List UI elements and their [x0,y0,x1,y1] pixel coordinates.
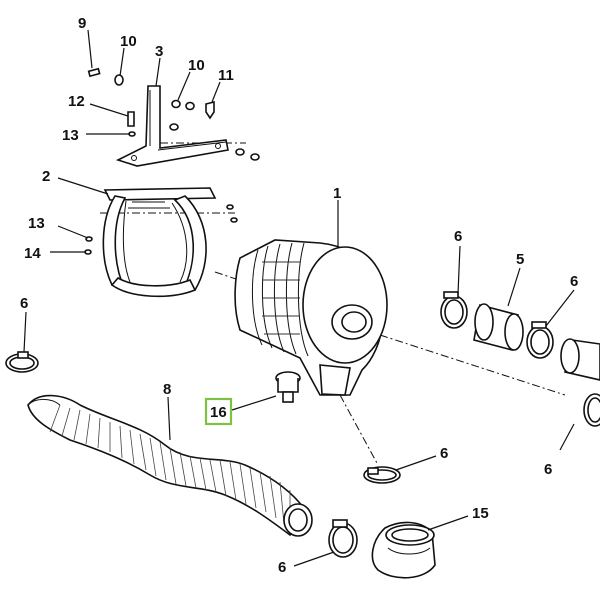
callout-15: 15 [472,505,489,522]
outlet-tube [560,338,600,381]
callout-3: 3 [155,43,163,60]
callout-1: 1 [333,185,341,202]
bolt-9 [87,67,101,78]
callouts: 9 10 3 10 11 12 13 2 13 14 1 6 5 6 6 8 1… [20,15,578,576]
rubber-elbow-15 [371,521,436,579]
callout-6-clamp-c: 6 [544,461,552,478]
hose-clamp-6-e [363,466,401,484]
callout-6-clamp-d: 6 [20,295,28,312]
highlight-box-16 [204,397,233,426]
hose-clamp-6-b [526,321,554,359]
hose-clamp-6-f [328,519,358,558]
callout-2: 2 [42,168,50,185]
callout-10-upper: 10 [120,33,137,50]
callout-8: 8 [163,381,171,398]
callout-9: 9 [78,15,86,32]
callout-6-clamp-a: 6 [454,228,462,245]
callout-13-upper: 13 [62,127,79,144]
bolt-11 [205,100,215,120]
hose-clamp-6-a [440,291,468,329]
alignment-lines [100,142,566,466]
callout-14: 14 [24,245,41,262]
nut-10-lower [171,99,195,111]
callout-5: 5 [516,251,524,268]
washer-misc [169,123,260,223]
callout-16: 16 [210,404,227,421]
callout-11: 11 [218,67,234,84]
callout-6-clamp-f: 6 [278,559,286,576]
callout-10-lower: 10 [188,57,205,74]
leader-lines [23,29,575,567]
callout-12: 12 [68,93,85,110]
nut-10-upper [114,74,124,86]
intake-hose-8 [27,394,313,537]
clamp-band-bracket [102,187,217,298]
valve-16 [275,371,301,403]
hose-clamp-6-c [583,393,600,427]
air-filter-housing [234,239,388,396]
hose-clamp-6-d [5,351,39,373]
mounting-bracket [115,85,229,167]
bolt-12 [127,111,135,127]
callout-6-clamp-e: 6 [440,445,448,462]
hose-sleeve-5 [473,303,524,351]
callout-6-clamp-b: 6 [570,273,578,290]
callout-13-lower: 13 [28,215,45,232]
